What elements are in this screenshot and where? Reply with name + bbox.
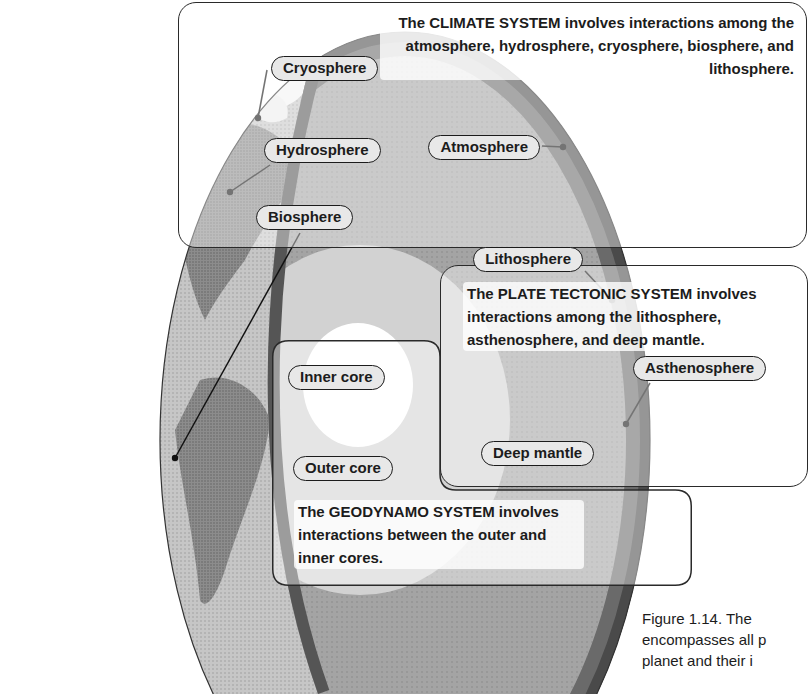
leader-dot [172,455,178,461]
layer-name: Lithosphere [485,248,571,270]
layer-label: Inner core [288,365,385,390]
layer-label: Deep mantle [481,441,594,466]
system-box: The GEODYNAMO SYSTEM involves interactio… [272,340,692,586]
layer-label: Lithosphere [473,247,583,272]
layer-label: Outer core [293,456,393,481]
layer-name: Atmosphere [440,136,528,158]
layer-name: Deep mantle [493,442,582,464]
layer-name: Inner core [300,366,373,388]
system-description: The GEODYNAMO SYSTEM involves interactio… [294,500,584,569]
layer-label: Biosphere [256,205,353,230]
layer-name: Biosphere [268,206,341,228]
figure-caption: Figure 1.14. The encompasses all p plane… [642,608,804,671]
layer-name: Cryosphere [283,57,366,79]
layer-label: Atmosphere [428,135,540,160]
layer-label: Cryosphere [271,56,378,81]
layer-label: Hydrosphere [264,138,381,163]
system-box: The PLATE TECTONIC SYSTEM involves inter… [440,265,808,487]
system-box: The CLIMATE SYSTEM involves interactions… [178,2,807,248]
system-description: The PLATE TECTONIC SYSTEM involves inter… [463,282,801,351]
layer-label: Asthenosphere [633,356,766,381]
continent [175,377,270,603]
system-description: The CLIMATE SYSTEM involves interactions… [380,11,798,80]
layer-name: Outer core [305,457,381,479]
layer-name: Hydrosphere [276,139,369,161]
system-outline-path [273,341,692,586]
layer-name: Asthenosphere [645,357,754,379]
